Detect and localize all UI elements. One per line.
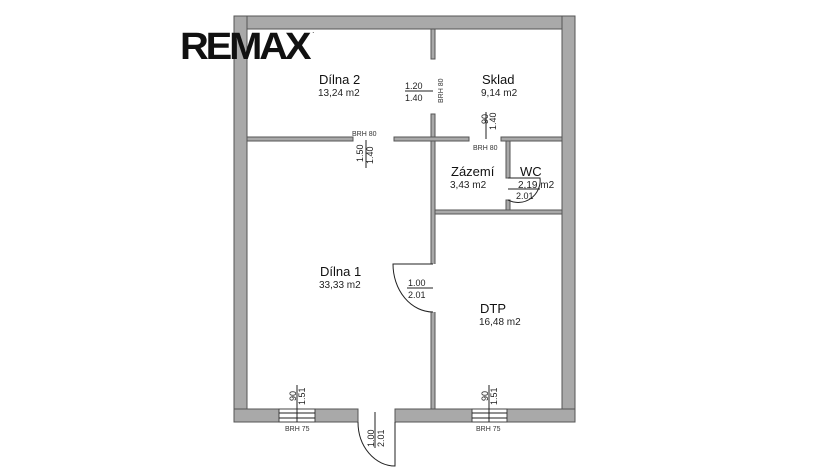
outer-walls [233,15,576,423]
svg-text:2,19 m2: 2,19 m2 [518,180,555,191]
entrance-door: 1.00 2.01 [357,412,396,467]
svg-text:90: 90 [288,391,298,401]
svg-text:DTP: DTP [480,301,506,316]
room-wc: WC 2,19 m2 [518,164,555,191]
logo-mark: . [312,29,315,35]
room-dtp: DTP 16,48 m2 [479,301,521,328]
svg-text:3,43 m2: 3,43 m2 [450,180,487,191]
svg-text:WC: WC [520,164,542,179]
svg-text:1.50: 1.50 [355,144,365,162]
svg-text:2.01: 2.01 [376,429,386,447]
opening-dilna2-dilna1: BRH 80 1.50 1.40 [352,131,377,168]
svg-text:1.00: 1.00 [366,429,376,447]
svg-text:BRH 80: BRH 80 [352,131,377,138]
svg-text:90: 90 [480,391,490,401]
opening-sklad-bottom: 90 1.40 BRH 80 [473,112,498,152]
svg-text:1.00: 1.00 [408,278,426,288]
room-dilna-1: Dílna 1 33,33 m2 [319,264,361,291]
svg-text:BRH 80: BRH 80 [438,78,445,103]
logo-text: REMAX [180,26,312,68]
svg-text:1.51: 1.51 [297,387,307,405]
room-zazemi: Zázemí 3,43 m2 [450,164,495,191]
svg-text:13,24 m2: 13,24 m2 [318,88,360,99]
door-dilna1-dtp: 1.00 2.01 [392,263,434,313]
svg-text:Dílna 1: Dílna 1 [320,264,361,279]
svg-text:Zázemí: Zázemí [451,164,495,179]
svg-text:BRH 80: BRH 80 [473,145,498,152]
svg-text:90: 90 [480,114,490,124]
svg-text:1.40: 1.40 [405,93,423,103]
door-wc: 2.01 [507,177,541,203]
window-dtp [471,385,508,423]
svg-text:2.01: 2.01 [408,290,426,300]
svg-text:BRH 75: BRH 75 [285,426,310,433]
svg-text:16,48 m2: 16,48 m2 [479,317,521,328]
svg-text:33,33 m2: 33,33 m2 [319,280,361,291]
svg-text:1.40: 1.40 [365,146,375,164]
svg-text:9,14 m2: 9,14 m2 [481,88,518,99]
room-dilna-2: Dílna 2 13,24 m2 [318,72,360,99]
svg-text:Dílna 2: Dílna 2 [319,72,360,87]
room-sklad: Sklad 9,14 m2 [481,72,518,99]
door-dilna2-sklad: 1.20 1.40 BRH 80 [405,78,445,103]
svg-text:BRH 75: BRH 75 [476,426,501,433]
svg-text:2.01: 2.01 [516,191,534,201]
remax-logo: REMAX. [180,26,314,68]
svg-text:1.40: 1.40 [488,112,498,130]
window-dilna1 [278,385,316,423]
svg-text:1.51: 1.51 [489,387,499,405]
svg-text:1.20: 1.20 [405,81,423,91]
svg-text:Sklad: Sklad [482,72,515,87]
window-dtp-labels: 90 1.51 BRH 75 [476,387,501,433]
window-dilna1-labels: 90 1.51 BRH 75 [285,387,310,433]
